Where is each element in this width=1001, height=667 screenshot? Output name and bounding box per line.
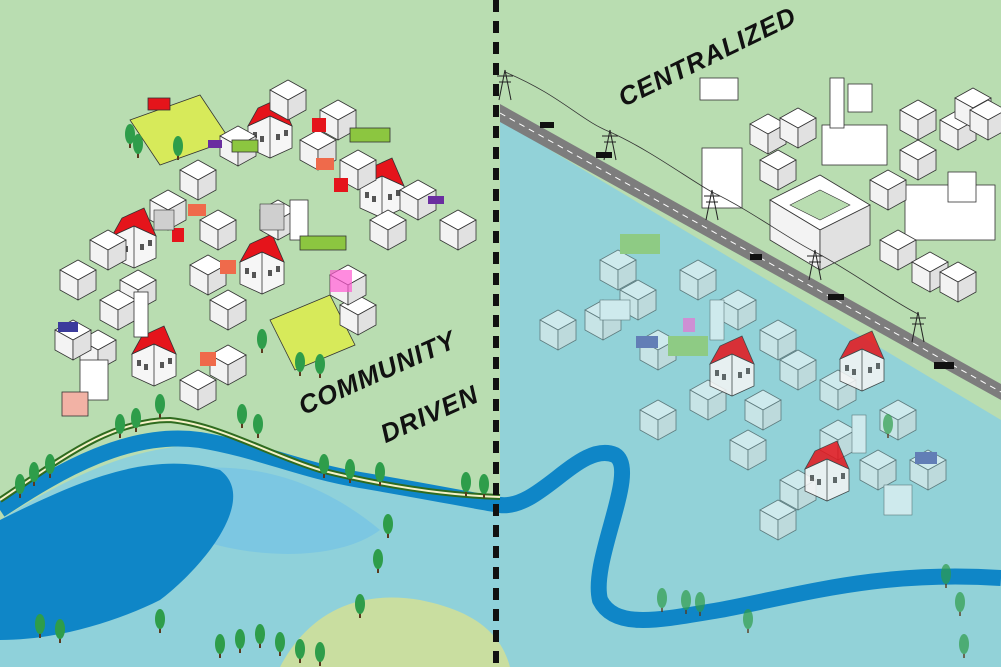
flooded-buildings: [539, 234, 947, 541]
river-basin: [0, 463, 234, 640]
infrastructure: [496, 69, 954, 369]
river: [0, 430, 1001, 628]
centralized-city: [699, 77, 1001, 303]
community-village: [54, 79, 477, 417]
